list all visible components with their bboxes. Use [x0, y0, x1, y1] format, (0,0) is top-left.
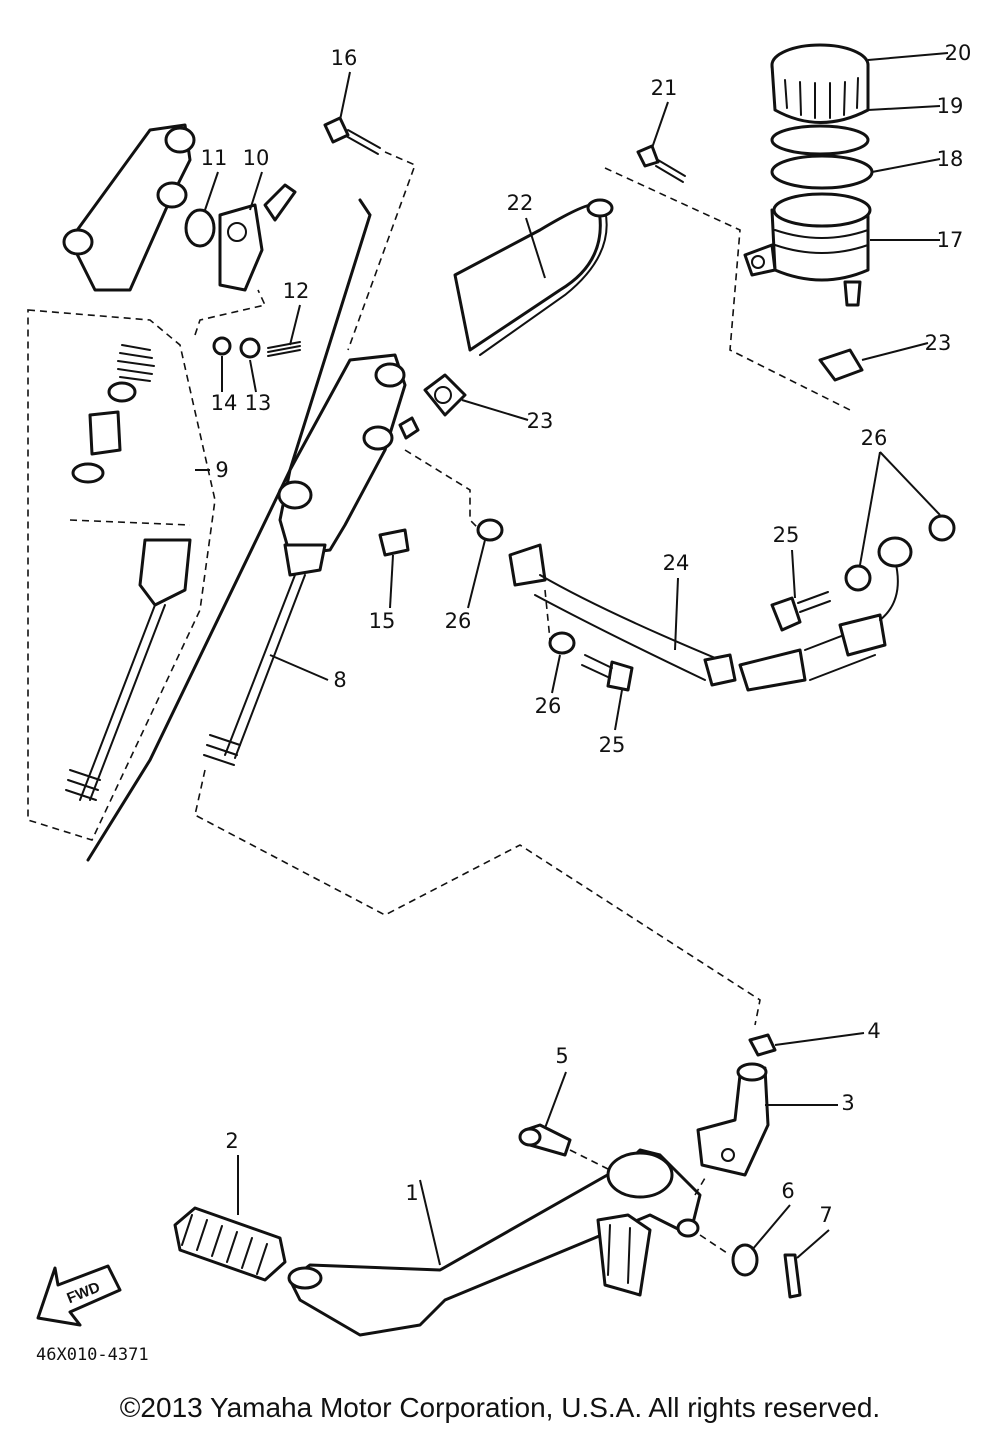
callout-label: 14 [211, 391, 238, 415]
assembly-guide-line [194, 769, 761, 1026]
callout-label: 4 [867, 1019, 880, 1043]
callout-leader [467, 539, 486, 609]
callout-leader [651, 101, 669, 149]
callout-label: 1 [405, 1181, 418, 1205]
callout-label: 11 [201, 146, 228, 170]
callout-label: 22 [507, 191, 534, 215]
bolt-21 [604, 144, 851, 411]
callout-leader [871, 158, 941, 173]
callout-leader [525, 217, 546, 279]
small-fasteners [194, 289, 410, 557]
reservoir [743, 43, 874, 307]
washers-and-bolts [476, 514, 956, 692]
bolt-16 [323, 116, 417, 351]
callout-leader [879, 451, 941, 516]
callout-label: 23 [925, 331, 952, 355]
callout-label: 13 [245, 391, 272, 415]
callout-leader [389, 554, 394, 609]
callout-label: 16 [331, 46, 358, 70]
callout-label: 20 [945, 41, 972, 65]
callout-leader [249, 359, 257, 393]
callout-label: 21 [651, 76, 678, 100]
callout-label: 24 [663, 551, 690, 575]
fwd-arrow-icon: FWD [36, 1264, 122, 1327]
callout-label: 26 [535, 694, 562, 718]
callout-leader [867, 52, 949, 61]
callout-leader [614, 689, 623, 731]
callout-label: 23 [527, 409, 554, 433]
callout-label: 26 [445, 609, 472, 633]
part-code: 46X010-4371 [36, 1345, 149, 1360]
callout-leader [796, 1229, 830, 1259]
callout-leader [867, 105, 941, 111]
callout-leader [269, 654, 329, 681]
callout-leader [791, 549, 796, 599]
callout-leader [861, 342, 929, 361]
callout-label: 19 [937, 94, 964, 118]
callout-leader [249, 171, 263, 211]
callout-leader [751, 1204, 791, 1251]
callout-label: 2 [225, 1129, 238, 1153]
callout-leader [774, 1032, 865, 1046]
callout-leader [419, 1179, 441, 1266]
cylinder-cap [184, 183, 297, 292]
callout-label: 26 [861, 426, 888, 450]
callout-leader [674, 577, 679, 651]
reservoir-hose [423, 198, 864, 417]
callout-label: 5 [555, 1044, 568, 1068]
callout-label: 9 [215, 458, 228, 482]
callout-leader [289, 304, 301, 346]
brake-hose [404, 449, 913, 692]
callout-layer: 1234567891011121314151617181920212223232… [195, 41, 972, 1266]
callout-label: 25 [599, 733, 626, 757]
callout-label: 6 [781, 1179, 794, 1203]
callout-label: 18 [937, 147, 964, 171]
callout-leader [461, 399, 529, 421]
callout-label: 8 [333, 668, 346, 692]
callout-leader [339, 71, 351, 121]
copyright-notice: ©2013 Yamaha Motor Corporation, U.S.A. A… [119, 1392, 881, 1423]
callout-label: 10 [243, 146, 270, 170]
callout-label: 12 [283, 279, 310, 303]
callout-leader [551, 654, 561, 694]
callout-label: 3 [841, 1091, 854, 1115]
callout-label: 25 [773, 523, 800, 547]
callout-label: 17 [937, 228, 964, 252]
callout-leader [859, 451, 881, 566]
parts-diagram: FWD 46X010-4371 123456789101112131415161… [27, 41, 972, 1360]
callout-label: 15 [369, 609, 396, 633]
callout-leader [544, 1071, 567, 1129]
callout-label: 7 [819, 1203, 832, 1227]
brake-pedal [173, 1033, 802, 1337]
callout-leader [204, 171, 219, 211]
master-cylinder-kit [27, 123, 216, 841]
master-cylinder [203, 353, 420, 766]
